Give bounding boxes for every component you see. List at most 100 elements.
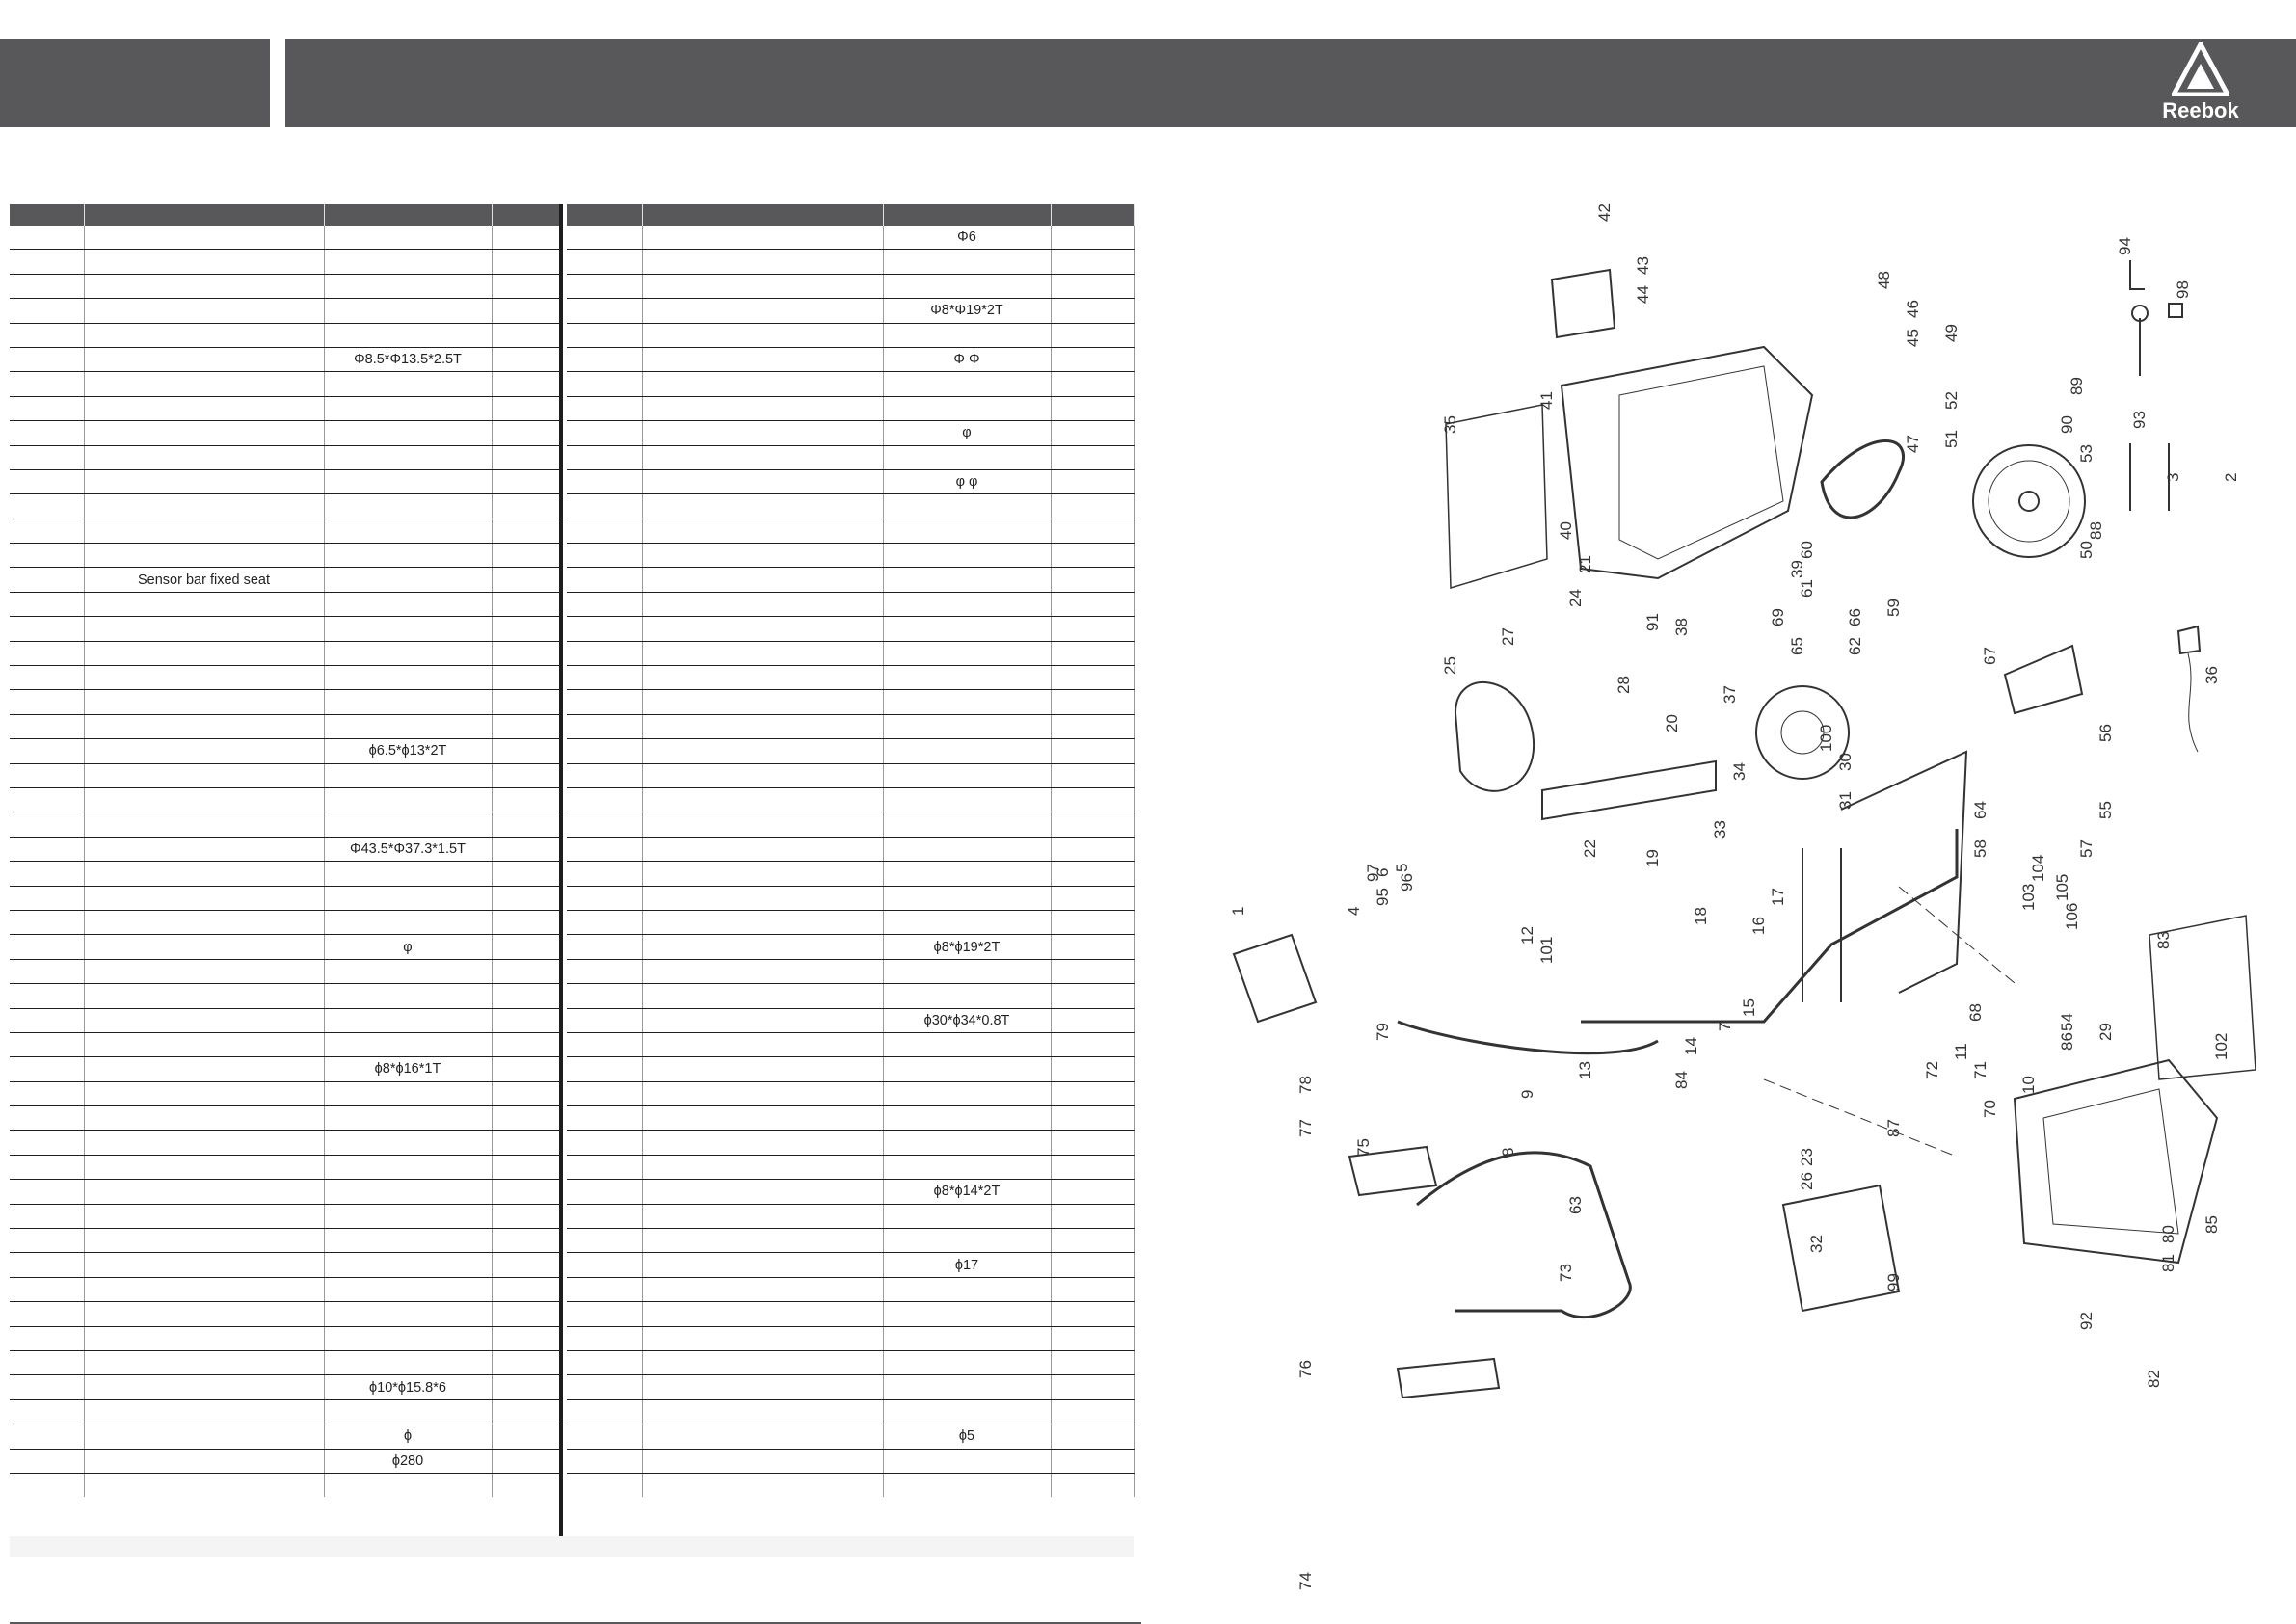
table-cell [1051, 1449, 1135, 1474]
part-callout-103: 103 [2019, 884, 2038, 911]
table-cell [883, 1399, 1052, 1425]
table-row [567, 323, 1135, 348]
table-cell [642, 298, 884, 324]
table-row: Φ8*Φ19*2T [567, 298, 1135, 324]
table-cell [567, 886, 643, 911]
table-cell [642, 616, 884, 642]
table-cell [324, 910, 493, 936]
table-row [10, 592, 560, 618]
table-cell [84, 641, 325, 667]
table-row [567, 738, 1135, 764]
table-cell [1051, 567, 1135, 593]
table-cell [567, 567, 643, 593]
table-cell [10, 1130, 85, 1156]
table-row: ϕ8*ϕ14*2T [567, 1179, 1135, 1205]
table-cell [883, 763, 1052, 788]
table-cell [492, 837, 560, 863]
table-cell [642, 1204, 884, 1230]
part-callout-15: 15 [1740, 998, 1758, 1017]
table-cell [492, 959, 560, 985]
part-callout-77: 77 [1296, 1119, 1315, 1137]
table-cell [84, 910, 325, 936]
table-cell [567, 1277, 643, 1303]
table-cell [492, 1056, 560, 1082]
table-cell [883, 1228, 1052, 1254]
table-row [10, 1032, 560, 1058]
table-row [10, 1179, 560, 1205]
part-callout-84: 84 [1672, 1071, 1691, 1089]
table-cell [84, 1228, 325, 1254]
table-cell [10, 886, 85, 911]
crank-wheel [1755, 685, 1850, 780]
table-row [567, 249, 1135, 275]
table-cell [642, 910, 884, 936]
table-cell [84, 469, 325, 495]
table-cell [642, 1277, 884, 1303]
table-row [10, 641, 560, 667]
table-cell [84, 714, 325, 740]
table-row [10, 226, 560, 251]
part-callout-63: 63 [1566, 1196, 1585, 1214]
table-cell [10, 1350, 85, 1376]
table-cell [883, 616, 1052, 642]
table-cell [84, 1301, 325, 1327]
table-row: ϕ5 [567, 1424, 1135, 1450]
table-cell [492, 1130, 560, 1156]
table-row [567, 959, 1135, 985]
table-cell [883, 1449, 1052, 1474]
table-cell [883, 983, 1052, 1009]
table-row [10, 861, 560, 887]
table-cell [84, 1105, 325, 1131]
table-cell [1051, 274, 1135, 300]
table-cell [567, 445, 643, 470]
part-callout-7: 7 [1716, 1023, 1734, 1031]
table-cell [1051, 861, 1135, 887]
table-cell [324, 665, 493, 691]
table-cell [84, 445, 325, 470]
table-cell [642, 1105, 884, 1131]
table-cell [10, 493, 85, 519]
table-cell [1051, 347, 1135, 373]
part-callout-62: 62 [1846, 637, 1864, 655]
table-cell [1051, 396, 1135, 422]
table-cell [492, 1473, 560, 1497]
table-row: ϕ17 [567, 1252, 1135, 1278]
table-cell [1051, 1105, 1135, 1131]
table-cell [10, 347, 85, 373]
table-cell [492, 1374, 560, 1400]
left-side-panel [1445, 404, 1548, 589]
table-row: φ φ [567, 469, 1135, 495]
table-cell [567, 519, 643, 545]
table-cell [324, 1326, 493, 1351]
table-cell: ϕ [324, 1424, 493, 1450]
bottom-rule [10, 1622, 1141, 1624]
table-cell [324, 543, 493, 569]
table-cell [10, 396, 85, 422]
part-callout-16: 16 [1749, 917, 1768, 935]
right-side-panel [2149, 915, 2256, 1080]
table-cell [10, 226, 85, 251]
part-callout-30: 30 [1836, 753, 1855, 771]
table-cell [1051, 1399, 1135, 1425]
table-cell [567, 983, 643, 1009]
part-callout-26: 26 [1798, 1172, 1816, 1190]
table-cell [10, 1204, 85, 1230]
table-cell [1051, 371, 1135, 397]
table-cell [492, 934, 560, 960]
table-cell [10, 1449, 85, 1474]
part-callout-73: 73 [1557, 1264, 1575, 1282]
allen-key-tool [2129, 260, 2145, 290]
table-cell [567, 641, 643, 667]
table-cell [492, 1032, 560, 1058]
table-cell [492, 1424, 560, 1450]
table-cell [567, 298, 643, 324]
part-callout-4: 4 [1345, 907, 1363, 916]
table-cell [567, 543, 643, 569]
table-cell [567, 1301, 643, 1327]
table-cell [492, 347, 560, 373]
table-cell [642, 1252, 884, 1278]
table-cell [10, 1179, 85, 1205]
part-callout-85: 85 [2203, 1215, 2221, 1234]
table-cell [324, 983, 493, 1009]
table-row [567, 274, 1135, 300]
